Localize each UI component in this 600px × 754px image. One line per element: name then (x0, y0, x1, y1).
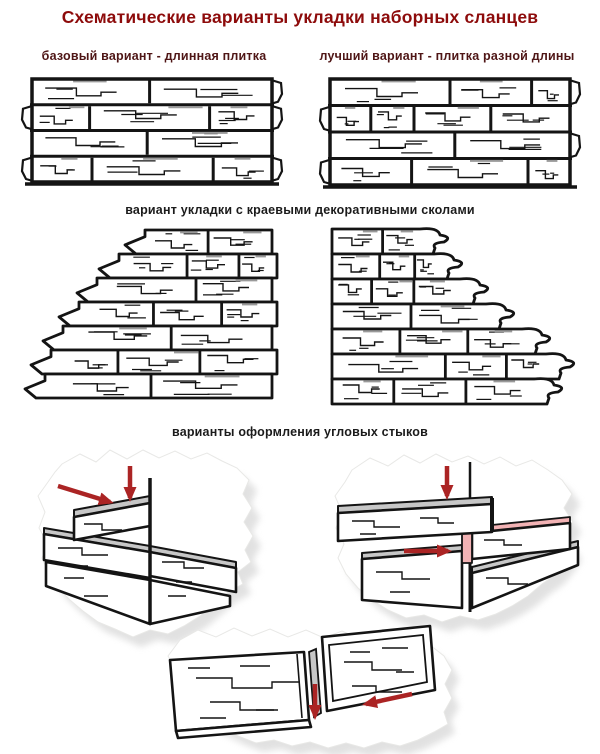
slate-texture (341, 167, 390, 178)
slate-texture (425, 112, 471, 122)
slate-texture (64, 577, 186, 597)
slate-texture (375, 288, 403, 297)
slate-texture (386, 234, 413, 244)
slate-texture (345, 87, 418, 98)
wall-border (30, 77, 274, 184)
slate-texture (45, 87, 117, 97)
slate-texture (344, 661, 402, 693)
wall-varied-length-tiles-diagram (318, 77, 582, 189)
slate-texture (180, 334, 243, 344)
slate-texture (348, 363, 419, 373)
slate-texture (133, 262, 172, 272)
slate-texture (486, 577, 528, 585)
slate-texture (155, 240, 193, 249)
slate-texture (342, 310, 392, 320)
chipped-left-edge-wall-diagram (23, 228, 279, 400)
slate-texture (99, 308, 138, 318)
slate-texture (160, 311, 204, 321)
slate-texture (402, 388, 449, 398)
slate-texture (338, 263, 368, 273)
slate-texture (226, 309, 260, 318)
slate-texture (221, 167, 256, 177)
slate-texture (338, 237, 370, 247)
slate-texture (383, 261, 406, 271)
chipped-course (330, 277, 490, 306)
left-tile-panel (168, 650, 311, 733)
slate-texture (378, 111, 402, 121)
wall-border (328, 77, 572, 187)
page-title: Схематические варианты укладки наборных … (61, 7, 539, 27)
corner-overlap-joint-diagram (334, 453, 582, 632)
right-panel-inner-frame (328, 634, 428, 703)
left-red-arrow (362, 691, 413, 709)
slate-texture (535, 170, 559, 180)
chipped-course (23, 372, 274, 400)
slate-texture (484, 539, 522, 546)
slate-texture (418, 285, 451, 295)
slate-texture (163, 380, 238, 389)
caption-varied-variant: лучший вариант - плитка разной длины (319, 49, 575, 63)
slate-texture (162, 561, 204, 583)
slate-texture (58, 547, 108, 567)
slate-texture (191, 260, 225, 269)
chipped-right-edge-wall-diagram (330, 227, 576, 406)
slate-texture (242, 263, 265, 272)
slate-texture (452, 361, 492, 371)
caption-chipped-edges: вариант укладки с краевыми декоративными… (125, 203, 475, 217)
slate-texture (163, 88, 239, 98)
slate-texture (502, 113, 550, 123)
caption-corner-joints: варианты оформления угловых стыков (171, 425, 429, 439)
diagonal-red-arrow (57, 483, 114, 505)
slate-texture (376, 571, 430, 593)
slate-texture (427, 168, 498, 179)
slate-texture (84, 523, 122, 531)
right-tile-panel (320, 624, 437, 713)
slate-texture (39, 115, 73, 125)
corner-flush-joint-diagram (37, 449, 261, 647)
slate-texture (350, 647, 414, 673)
slate-texture (407, 335, 451, 344)
slate-texture (202, 283, 249, 292)
slate-texture (511, 359, 540, 369)
slate-texture (103, 110, 177, 120)
panel-thickness-line (296, 653, 303, 719)
slate-texture (461, 89, 510, 99)
chipped-course (330, 377, 564, 406)
slate-texture (416, 259, 432, 269)
right-wall-course (470, 545, 580, 610)
slate-texture (538, 90, 559, 100)
slate-texture (106, 166, 181, 176)
slate-texture (188, 665, 278, 719)
slate-texture (218, 111, 255, 121)
slate-texture (345, 139, 422, 149)
slate-texture (45, 137, 116, 147)
chipped-course (57, 300, 279, 328)
chipped-course (330, 352, 576, 381)
slate-texture (352, 517, 454, 535)
slate-texture (342, 384, 380, 394)
chipped-course (330, 252, 464, 281)
wall-basic-long-tiles-diagram (20, 77, 284, 186)
panel-bottom-bevel (174, 718, 313, 740)
corner-inside-joint-diagram (167, 624, 459, 754)
slate-texture (116, 285, 173, 295)
caption-basic-variant: базовый вариант - длинная плитка (41, 49, 267, 63)
slate-texture (470, 140, 541, 150)
chipped-course (75, 276, 274, 304)
chipped-course (41, 324, 274, 352)
slate-texture (342, 337, 384, 347)
chipped-course (330, 302, 516, 331)
slate-texture (126, 357, 179, 367)
slate-texture (213, 237, 253, 246)
slate-texture (474, 385, 521, 395)
